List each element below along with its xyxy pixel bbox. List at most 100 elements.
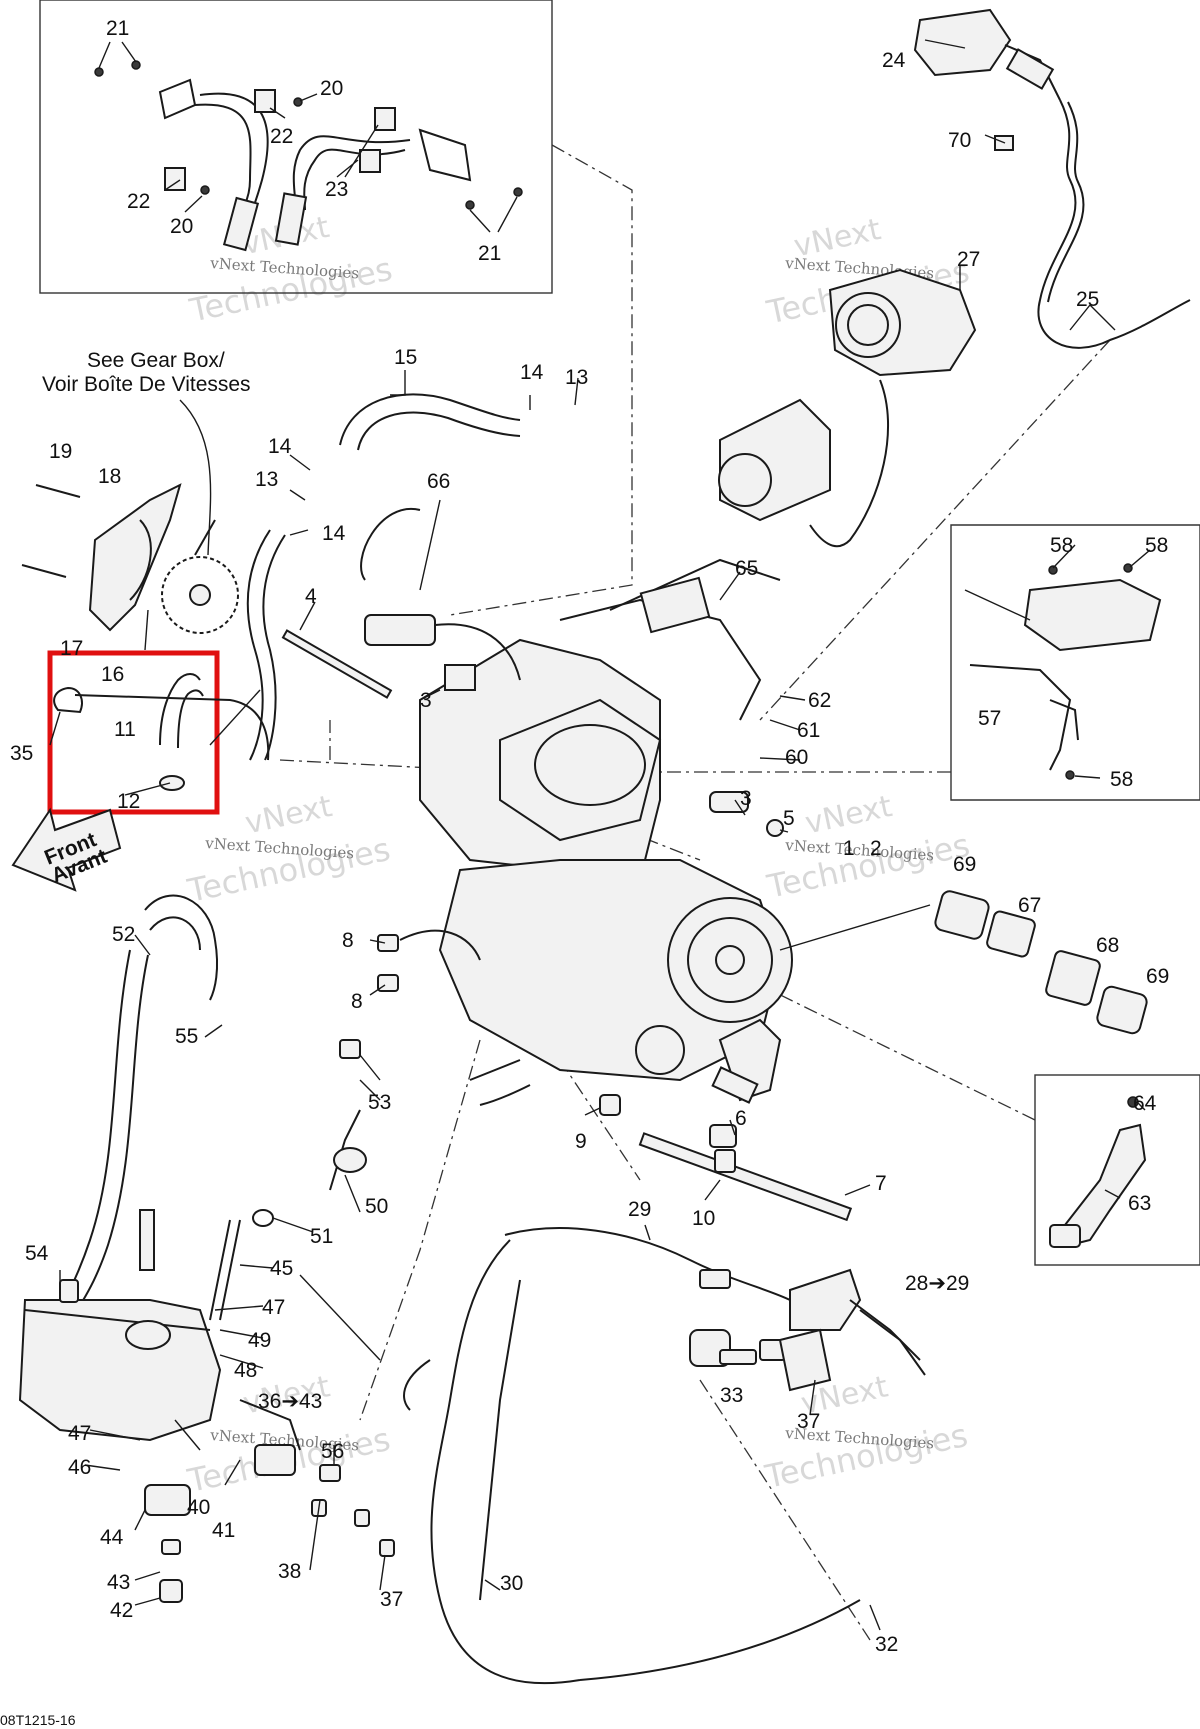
part-label-32: 32 xyxy=(875,1633,898,1656)
part-label-57: 57 xyxy=(978,707,1001,730)
watermark-line1: vNext xyxy=(242,789,335,842)
ignition-coil-parts xyxy=(94,60,523,252)
part-label-46: 46 xyxy=(68,1456,91,1479)
bracket-parts xyxy=(969,563,1162,780)
bushings xyxy=(779,890,1148,1035)
part-label-15: 15 xyxy=(394,346,417,369)
part-label-60: 60 xyxy=(785,746,808,769)
part-label-3: 3 xyxy=(740,787,752,810)
gear-box-note-leader xyxy=(179,399,212,556)
part-label-58: 58 xyxy=(1050,534,1073,557)
part-label-61: 61 xyxy=(797,719,820,742)
part-label-23: 23 xyxy=(325,178,348,201)
part-label-2: 2 xyxy=(870,837,882,860)
part-label-68: 68 xyxy=(1096,934,1119,957)
part-label-7: 7 xyxy=(875,1172,887,1195)
part-label-48: 48 xyxy=(234,1359,257,1382)
bracket-inset-box xyxy=(950,524,1200,801)
part-labels: 21 20 22 22 20 23 21 24 70 27 25 15 14 1… xyxy=(10,17,1169,1656)
part-label-14: 14 xyxy=(322,522,346,545)
part-label-4: 4 xyxy=(305,585,317,608)
gear-box-note-line1: See Gear Box/ xyxy=(87,349,225,372)
part-label-1: 1 xyxy=(843,837,855,860)
part-label-20: 20 xyxy=(170,215,193,238)
part-label-49: 49 xyxy=(248,1329,271,1352)
part-label-42: 42 xyxy=(110,1599,133,1622)
part-label-41: 41 xyxy=(212,1519,235,1542)
part-label-45: 45 xyxy=(270,1257,293,1280)
part-label-12: 12 xyxy=(117,790,140,813)
part-label-52: 52 xyxy=(112,923,135,946)
part-label-29: 29 xyxy=(628,1198,651,1221)
part-label-56: 56 xyxy=(321,1440,344,1463)
part-label-24: 24 xyxy=(882,49,906,72)
part-label-8: 8 xyxy=(342,929,354,952)
part-label-21: 21 xyxy=(478,242,501,265)
part-label-9: 9 xyxy=(575,1130,587,1153)
part-label-19: 19 xyxy=(49,440,72,463)
part-label-47: 47 xyxy=(68,1422,91,1445)
part-label-28-to-29: 28➔29 xyxy=(905,1272,969,1295)
shift-lever-inset-box xyxy=(1034,1074,1200,1266)
part-label-65: 65 xyxy=(735,557,758,580)
part-label-27: 27 xyxy=(957,248,980,271)
part-label-6: 6 xyxy=(735,1107,747,1130)
part-label-36-to-43: 36➔43 xyxy=(258,1390,322,1413)
part-label-17: 17 xyxy=(60,637,83,660)
hose-11-clamp-12 xyxy=(53,673,270,791)
part-label-35: 35 xyxy=(10,742,33,765)
part-label-58: 58 xyxy=(1145,534,1168,557)
part-label-69: 69 xyxy=(953,853,976,876)
part-label-5: 5 xyxy=(783,807,795,830)
part-label-53: 53 xyxy=(368,1091,391,1114)
part-label-13: 13 xyxy=(565,366,588,389)
part-label-51: 51 xyxy=(310,1225,333,1248)
part-label-58: 58 xyxy=(1110,768,1133,791)
drawing-code: 08T1215-16 xyxy=(0,1712,76,1728)
part-label-44: 44 xyxy=(100,1526,124,1549)
clutch-assembly xyxy=(403,1227,926,1685)
part-label-21: 21 xyxy=(106,17,129,40)
part-label-14: 14 xyxy=(520,361,544,384)
watermark-line1: vNext xyxy=(802,789,895,842)
part-label-13: 13 xyxy=(255,468,278,491)
part-label-66: 66 xyxy=(427,470,450,493)
part-label-30: 30 xyxy=(500,1572,523,1595)
watermark-bottom-right: vNext Technologies xyxy=(761,1369,971,1496)
part-label-33: 33 xyxy=(720,1384,743,1407)
front-arrow: Front Avant xyxy=(11,807,122,892)
part-label-38: 38 xyxy=(278,1560,301,1583)
part-label-16: 16 xyxy=(101,663,124,686)
throttle-parts xyxy=(718,8,1191,548)
engine-fittings xyxy=(281,507,853,1222)
shift-lever-parts xyxy=(1049,1096,1147,1248)
engine-block xyxy=(399,558,793,1106)
part-label-25: 25 xyxy=(1076,288,1099,311)
oil-tank xyxy=(18,1109,395,1603)
part-label-11: 11 xyxy=(114,718,136,741)
ignition-coil-inset-box xyxy=(39,0,553,294)
gear-cover-parts xyxy=(21,483,239,634)
part-label-20: 20 xyxy=(320,77,343,100)
part-label-50: 50 xyxy=(365,1195,388,1218)
part-label-18: 18 xyxy=(98,465,121,488)
part-label-3: 3 xyxy=(420,689,432,712)
part-label-62: 62 xyxy=(808,689,831,712)
ignition-leaders xyxy=(98,41,518,233)
part-leaders xyxy=(49,39,1151,1631)
part-label-70: 70 xyxy=(948,129,971,152)
part-label-14: 14 xyxy=(268,435,292,458)
part-label-67: 67 xyxy=(1018,894,1041,917)
part-label-54: 54 xyxy=(25,1242,49,1265)
part-label-37: 37 xyxy=(380,1588,403,1611)
part-label-43: 43 xyxy=(107,1571,130,1594)
part-label-22: 22 xyxy=(127,190,150,213)
highlight-box-hose-11-12 xyxy=(47,650,220,815)
part-label-40: 40 xyxy=(187,1496,210,1519)
gear-box-note-line2: Voir Boîte De Vitesses xyxy=(42,373,251,396)
part-label-69: 69 xyxy=(1146,965,1169,988)
part-label-47: 47 xyxy=(262,1296,285,1319)
part-label-64: 64 xyxy=(1133,1092,1157,1115)
part-label-55: 55 xyxy=(175,1025,198,1048)
